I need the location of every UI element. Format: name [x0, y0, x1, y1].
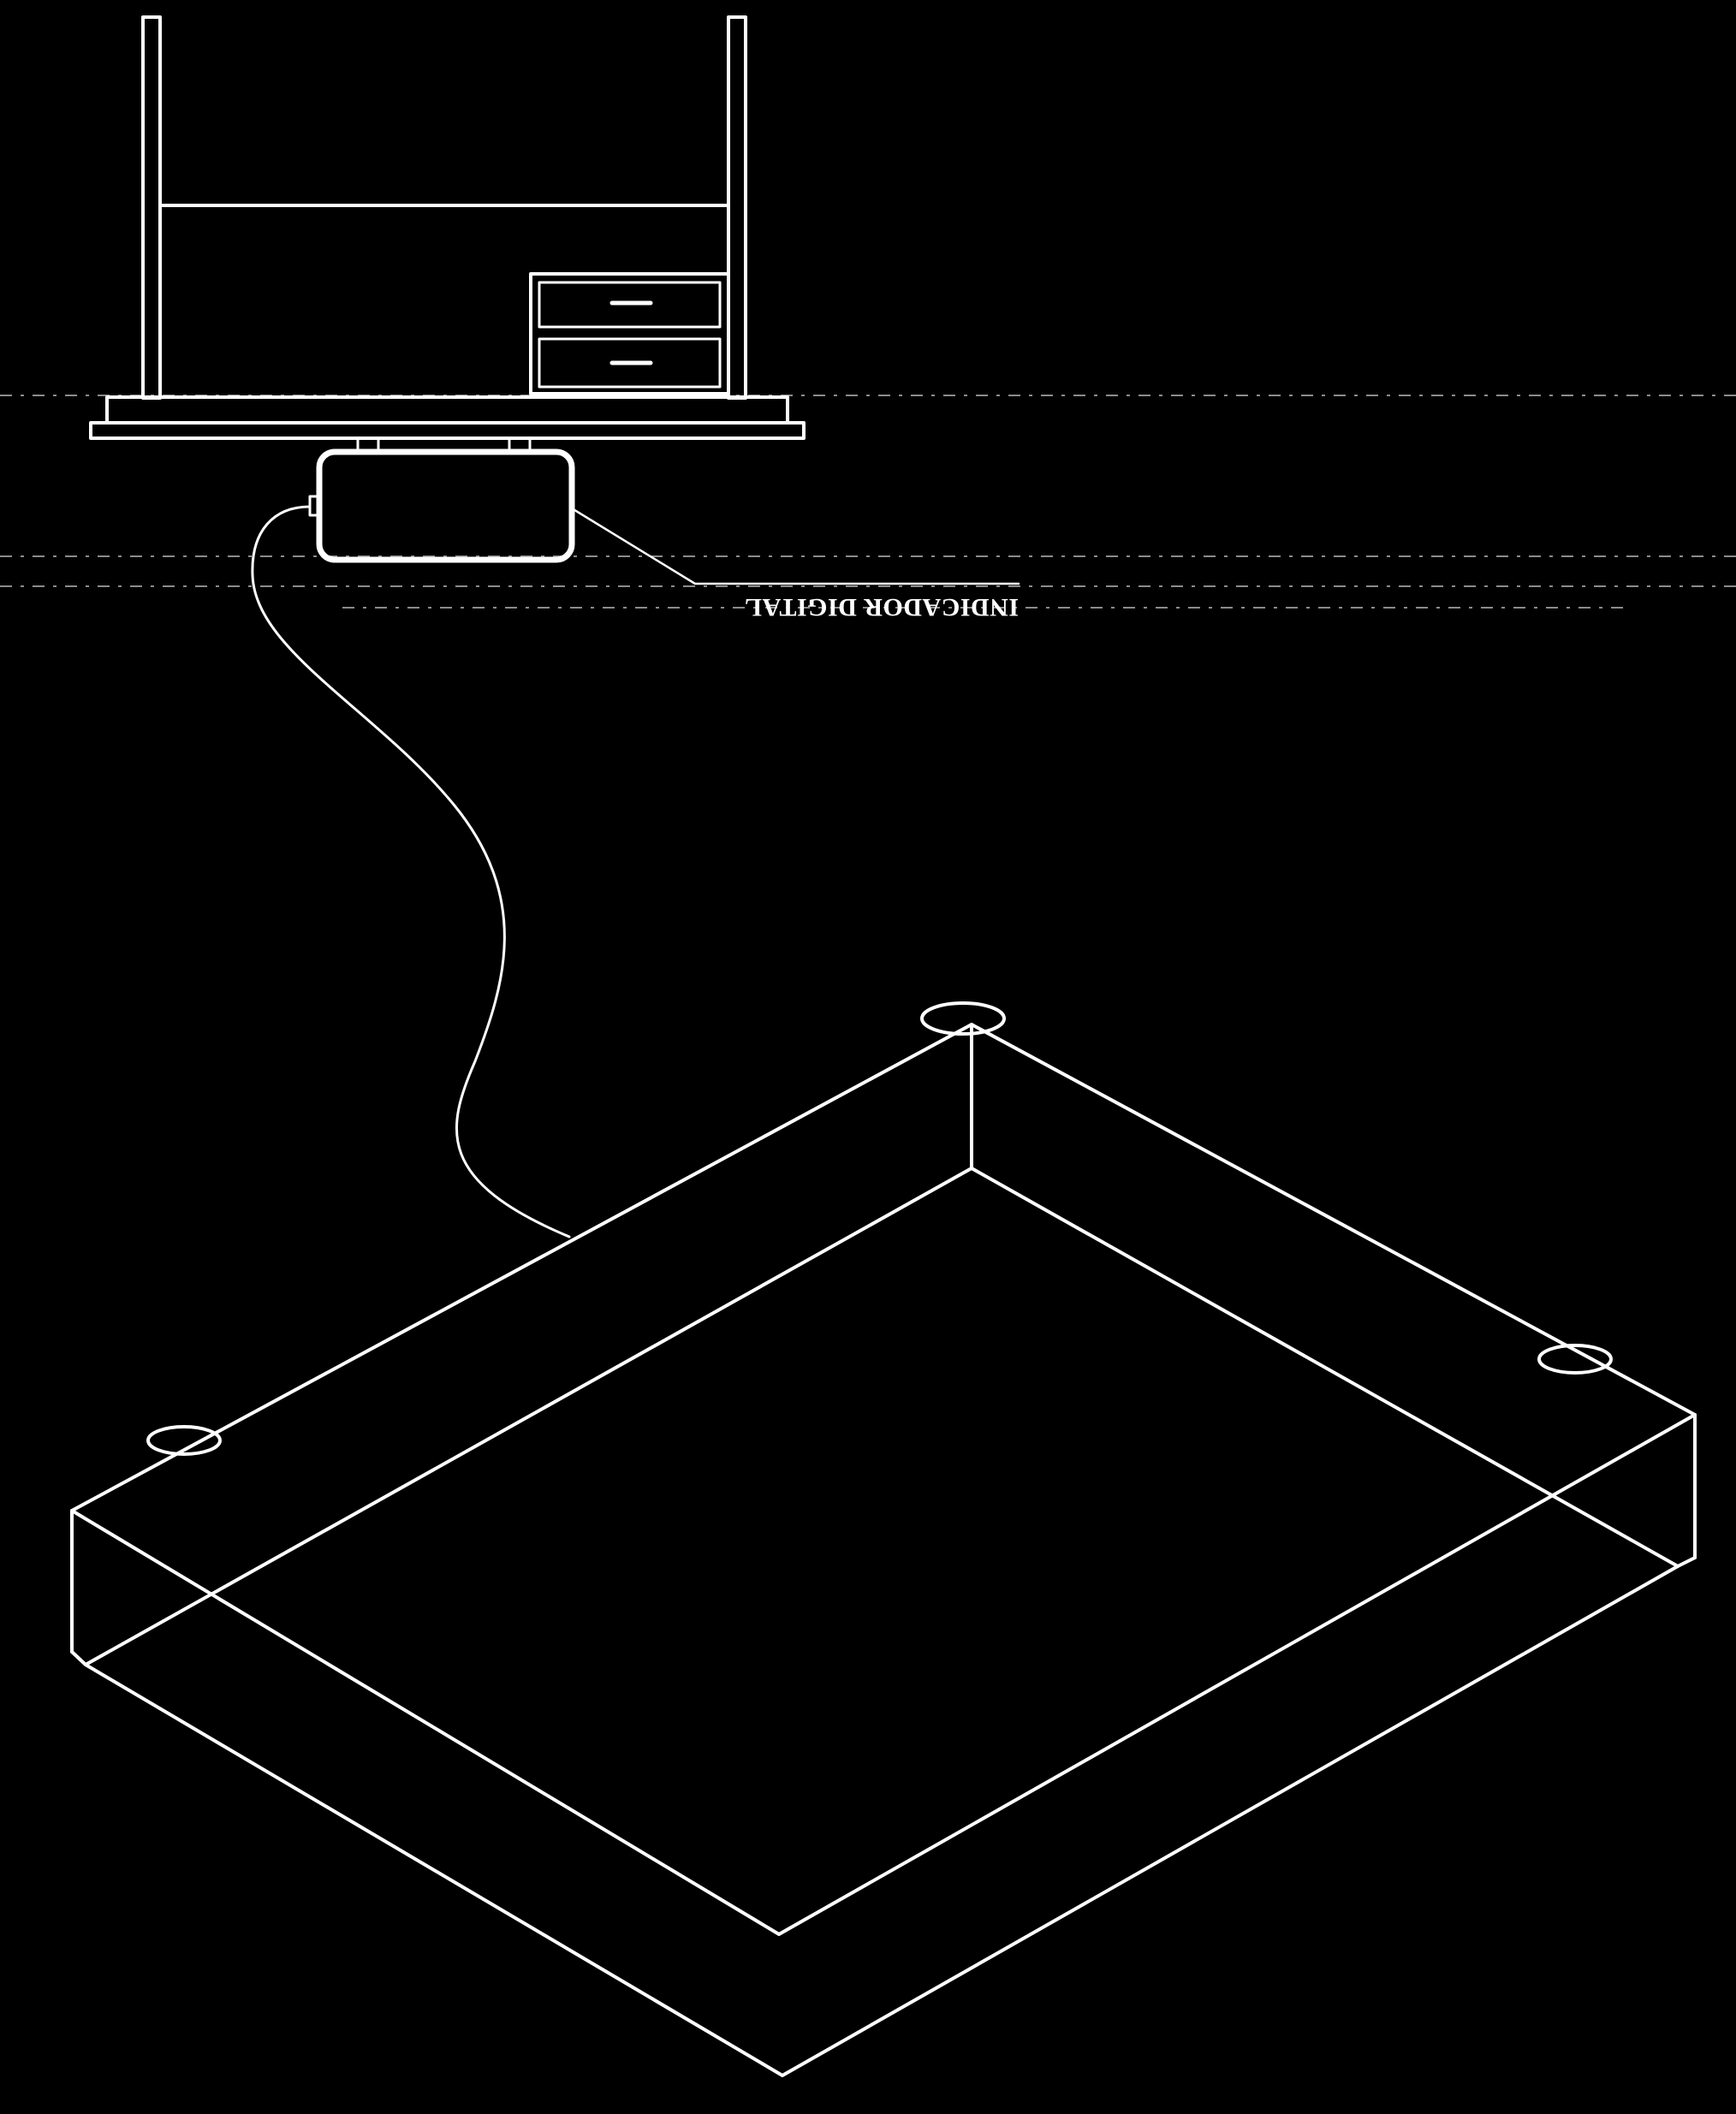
- drawer-cabinet: [529, 272, 730, 395]
- platform-inner-right: [970, 1167, 1680, 1568]
- desk-top-lower: [89, 421, 806, 440]
- desk-right-leg: [727, 15, 747, 400]
- foot-back: [920, 1001, 1006, 1036]
- indicator-foot-left: [356, 436, 380, 452]
- indicator-foot-right: [508, 436, 532, 452]
- drawer-bottom: [538, 337, 722, 389]
- background-dash-lines: [0, 395, 1736, 609]
- digital-indicator: [308, 436, 575, 563]
- indicator-callout: INDICADOR DIGITAL: [570, 507, 1020, 621]
- connecting-cable: [251, 505, 571, 1238]
- desk-left-leg: [141, 15, 162, 400]
- platform-inner-left: [84, 1167, 973, 1666]
- platform-top-face: [70, 1023, 1697, 1936]
- foot-left: [146, 1425, 222, 1456]
- indicator-body: [316, 448, 575, 563]
- platform-bottom-outline: [70, 1556, 1697, 2077]
- desk: [89, 15, 806, 440]
- platform-scale: [70, 1001, 1697, 2077]
- drawer-top: [538, 281, 722, 329]
- foot-right: [1537, 1344, 1613, 1375]
- callout-label: INDICADOR DIGITAL: [745, 593, 1019, 621]
- desk-top-upper: [105, 395, 789, 425]
- callout-leader-line: [570, 507, 1020, 585]
